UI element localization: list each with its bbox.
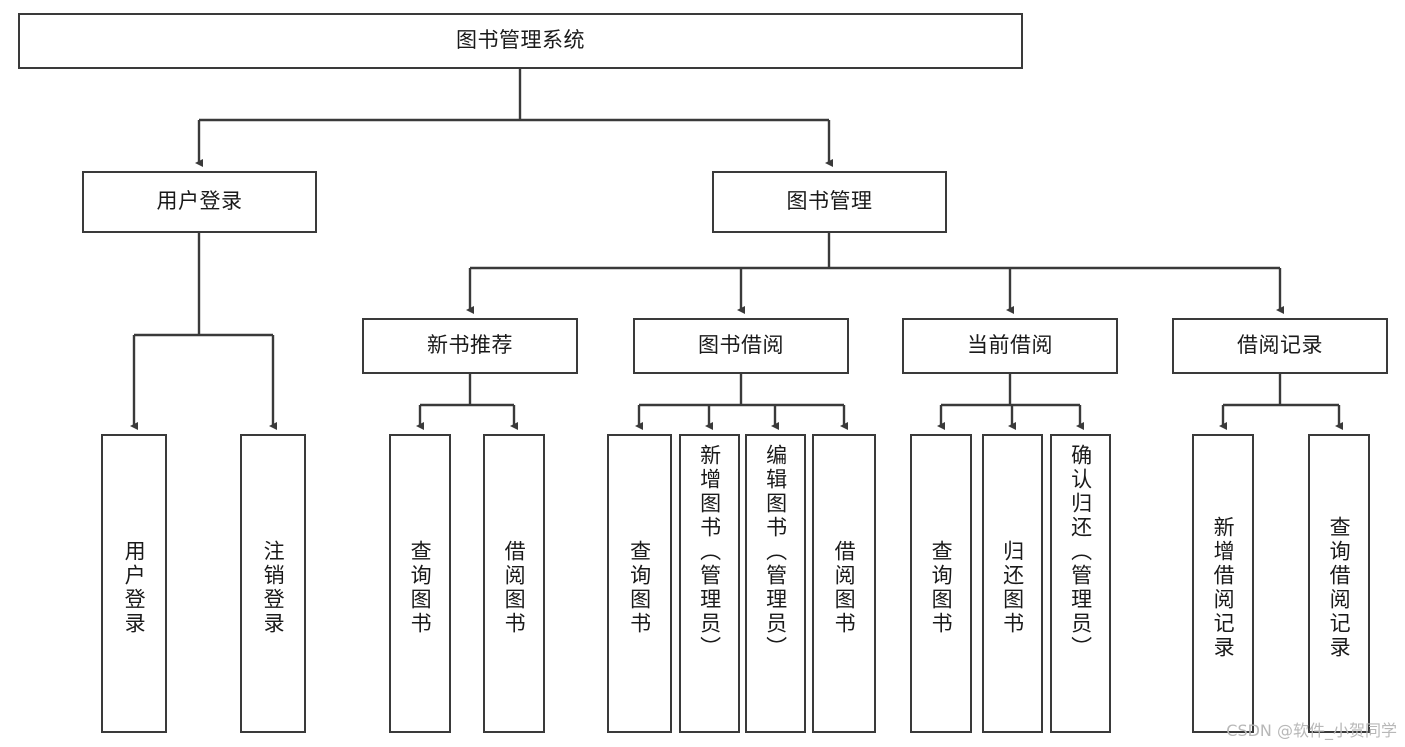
leaf-query-book-current[interactable]: 查询图书 xyxy=(910,434,972,733)
wire-group-root xyxy=(195,69,833,167)
node-current-borrow[interactable]: 当前借阅 xyxy=(902,318,1118,374)
node-label: 用户登录 xyxy=(156,189,243,214)
node-label: 查询图书 xyxy=(929,539,954,636)
node-label: 查询借阅记录 xyxy=(1327,515,1352,660)
node-label: 借阅图书 xyxy=(502,539,527,636)
node-label: 当前借阅 xyxy=(967,333,1053,358)
leaf-query-borrow-record[interactable]: 查询借阅记录 xyxy=(1308,434,1370,733)
leaf-logout[interactable]: 注销登录 xyxy=(240,434,306,733)
leaf-borrow-book-recommend[interactable]: 借阅图书 xyxy=(483,434,545,733)
leaf-query-book-recommend[interactable]: 查询图书 xyxy=(389,434,451,733)
node-book-management[interactable]: 图书管理 xyxy=(712,171,947,233)
wire-group-current-borrow xyxy=(937,374,1084,430)
node-new-book-recommend[interactable]: 新书推荐 xyxy=(362,318,578,374)
leaf-query-book-borrow[interactable]: 查询图书 xyxy=(607,434,672,733)
node-label: 借阅图书 xyxy=(832,539,857,636)
node-user-login[interactable]: 用户登录 xyxy=(82,171,317,233)
node-label: 图书借阅 xyxy=(698,333,784,358)
leaf-user-login[interactable]: 用户登录 xyxy=(101,434,167,733)
node-label: 注销登录 xyxy=(261,539,286,636)
wire-group-borrow-record xyxy=(1219,374,1343,430)
watermark: CSDN @软件_小贺同学 xyxy=(1226,721,1397,740)
node-label: 新增图书（管理员） xyxy=(697,444,722,660)
wire-group-new-book-recommend xyxy=(416,374,518,430)
node-label: 确认归还（管理员） xyxy=(1068,444,1093,660)
node-label: 查询图书 xyxy=(408,539,433,636)
wire-group-user-login xyxy=(130,233,277,430)
wire-group-book-borrow xyxy=(635,374,848,430)
leaf-return-book[interactable]: 归还图书 xyxy=(982,434,1043,733)
node-label: 编辑图书（管理员） xyxy=(763,444,788,660)
leaf-add-book[interactable]: 新增图书（管理员） xyxy=(679,434,740,733)
node-root-system[interactable]: 图书管理系统 xyxy=(18,13,1023,69)
node-book-borrow[interactable]: 图书借阅 xyxy=(633,318,849,374)
wire-group-book-management xyxy=(466,233,1284,314)
node-label: 新增借阅记录 xyxy=(1211,515,1236,660)
node-label: 用户登录 xyxy=(122,539,147,636)
leaf-confirm-return[interactable]: 确认归还（管理员） xyxy=(1050,434,1111,733)
leaf-add-borrow-record[interactable]: 新增借阅记录 xyxy=(1192,434,1254,733)
leaf-borrow-book[interactable]: 借阅图书 xyxy=(812,434,876,733)
node-label: 查询图书 xyxy=(627,539,652,636)
node-label: 归还图书 xyxy=(1000,539,1025,636)
node-label: 图书管理 xyxy=(786,189,873,214)
node-borrow-record[interactable]: 借阅记录 xyxy=(1172,318,1388,374)
node-label: 新书推荐 xyxy=(427,333,513,358)
node-label: 借阅记录 xyxy=(1237,333,1323,358)
node-label: 图书管理系统 xyxy=(456,28,585,53)
leaf-edit-book[interactable]: 编辑图书（管理员） xyxy=(745,434,806,733)
